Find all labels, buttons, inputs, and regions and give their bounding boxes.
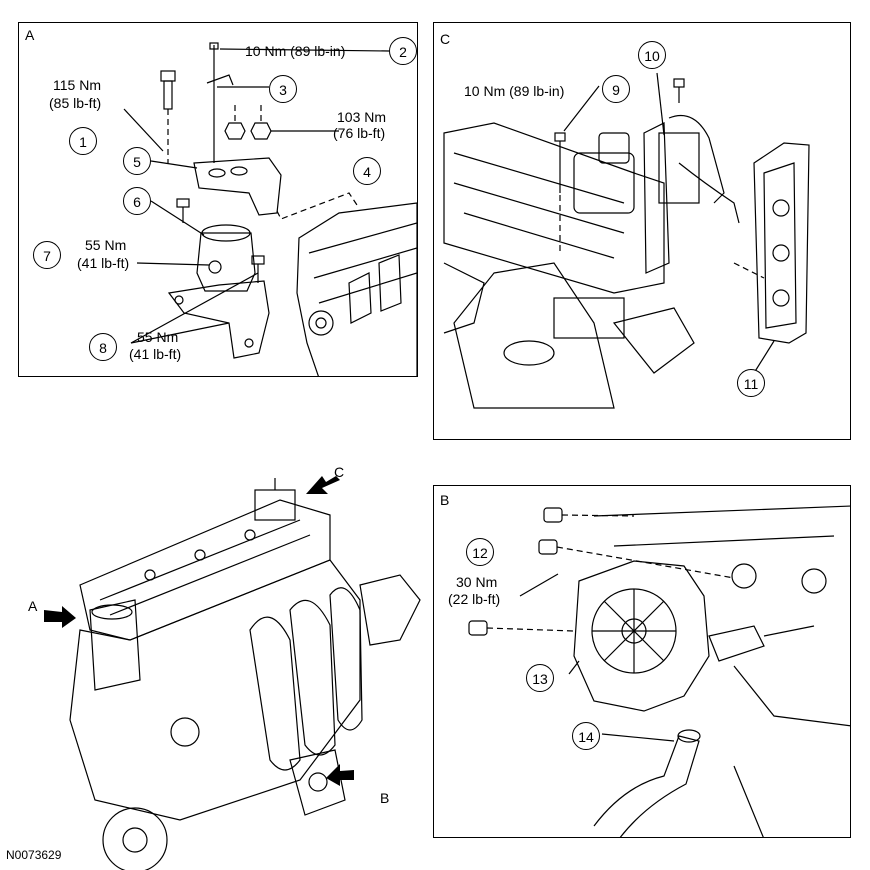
callout-2: 2: [389, 37, 417, 65]
view-arrow-c: [306, 476, 340, 494]
callout-11: 11: [737, 369, 765, 397]
callout-3: 3: [269, 75, 297, 103]
torque-label-12-lbft: (22 lb-ft): [448, 591, 501, 607]
view-arrow-label-b: B: [380, 790, 390, 806]
view-arrow-a: [44, 606, 76, 628]
torque-label-1-nm: 115 Nm: [53, 77, 101, 93]
panel-b: B: [433, 485, 851, 838]
callout-5: 5: [123, 147, 151, 175]
torque-label-7-nm: 55 Nm: [85, 237, 127, 253]
torque-label-7-lbft: (41 lb-ft): [77, 255, 130, 271]
torque-label-9: 10 Nm (89 lb-in): [464, 83, 565, 99]
torque-label-12-nm: 30 Nm: [456, 574, 498, 590]
callout-1: 1: [69, 127, 97, 155]
callout-14: 14: [572, 722, 600, 750]
view-arrow-label-c: C: [334, 464, 345, 480]
torque-label-1-lbft: (85 lb-ft): [49, 95, 102, 111]
callout-12: 12: [466, 538, 494, 566]
torque-label-4-lbft: (76 lb-ft): [333, 125, 386, 141]
panel-letter: C: [440, 31, 451, 47]
callout-4: 4: [353, 157, 381, 185]
bracket-illustration: [443, 72, 810, 409]
callout-8: 8: [89, 333, 117, 361]
callout-10: 10: [638, 41, 666, 69]
view-arrow-label-a: A: [28, 598, 38, 614]
callout-7: 7: [33, 241, 61, 269]
panel-c: C: [433, 22, 851, 440]
view-arrow-b: [326, 764, 354, 786]
callout-6: 6: [123, 187, 151, 215]
torque-label-2: 10 Nm (89 lb-in): [245, 43, 346, 59]
torque-label-8-nm: 55 Nm: [137, 329, 179, 345]
callout-9: 9: [602, 75, 630, 103]
engine-mount-illustration: [123, 42, 417, 376]
figure-id: N0073629: [6, 848, 62, 862]
torque-label-4-nm: 103 Nm: [337, 109, 387, 125]
panel-a: A: [18, 22, 418, 377]
water-pump-illustration: [468, 505, 850, 837]
panel-letter: A: [25, 27, 35, 43]
panel-letter: B: [440, 492, 450, 508]
callout-13: 13: [526, 664, 554, 692]
torque-label-8-lbft: (41 lb-ft): [129, 346, 182, 362]
